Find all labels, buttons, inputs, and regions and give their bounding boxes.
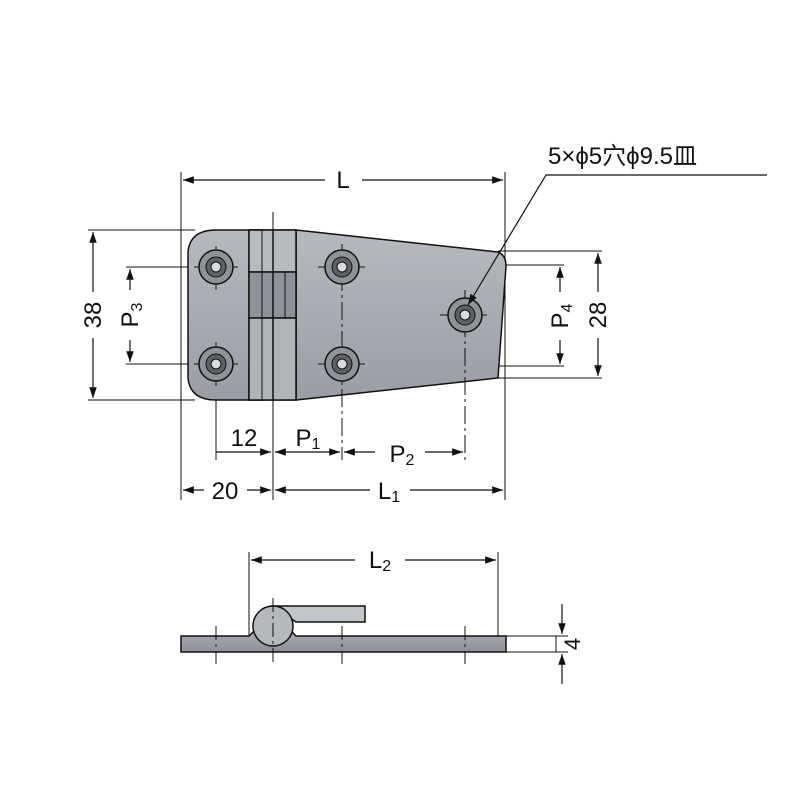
side-view: L2 4 (180, 547, 585, 684)
hole-right-top (324, 249, 360, 285)
dim-L2: L2 (369, 547, 391, 575)
dim-P1: P1 (296, 425, 321, 453)
dim-P4-main: P (547, 312, 574, 328)
dim-L2-sub: 2 (382, 558, 391, 575)
dim-P4: P4 (547, 303, 576, 328)
dimension-labels: L 38 P3 P4 28 12 P1 P2 20 L1 5×ϕ5穴ϕ9.5皿 (80, 143, 697, 506)
top-view: L 38 P3 P4 28 12 P1 P2 20 L1 5×ϕ5穴ϕ9.5皿 (80, 143, 767, 506)
dim-4: 4 (560, 638, 585, 650)
side-center-lines (215, 598, 466, 664)
dim-P3-main: P (117, 311, 144, 327)
dim-P3-sub: 3 (129, 302, 146, 311)
dim-P2: P2 (390, 441, 415, 469)
hole-left-bottom (198, 346, 234, 382)
dim-12: 12 (231, 425, 258, 452)
hole-left-top (198, 249, 234, 285)
dim-P1-main: P (296, 425, 312, 452)
hole-spec-label: 5×ϕ5穴ϕ9.5皿 (548, 143, 697, 170)
dim-P2-main: P (390, 441, 406, 468)
dim-38: 38 (80, 302, 107, 329)
dim-P3: P3 (117, 302, 146, 327)
hole-right-bottom (324, 346, 360, 382)
dim-20: 20 (212, 478, 239, 505)
hole-tip (447, 297, 483, 333)
mounting-holes (198, 249, 483, 382)
side-dimension-lines (251, 556, 566, 684)
dim-L1-main: L (378, 478, 391, 505)
side-tip (505, 635, 557, 653)
dim-28: 28 (585, 302, 612, 329)
dim-L1-sub: 1 (391, 489, 400, 506)
dimension-lines (89, 174, 767, 494)
dim-L2-main: L (369, 547, 382, 574)
dim-L: L (336, 167, 349, 194)
dim-P2-sub: 2 (406, 452, 415, 469)
dim-P4-sub: 4 (559, 303, 576, 312)
dim-L1: L1 (378, 478, 400, 506)
dim-P1-sub: 1 (312, 436, 321, 453)
